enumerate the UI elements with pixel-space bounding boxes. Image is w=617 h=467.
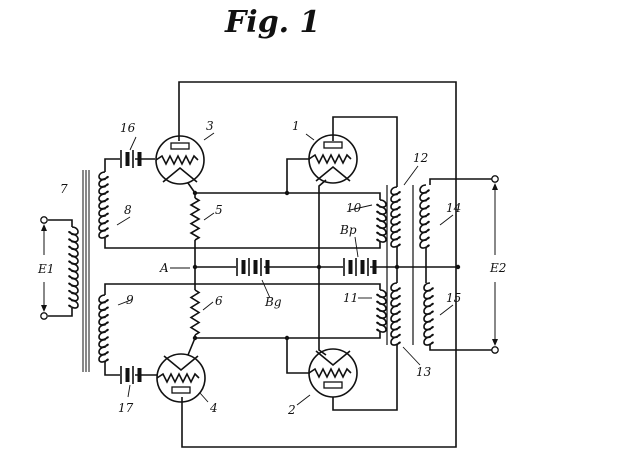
junction-dot xyxy=(394,264,400,270)
tube-1-grid xyxy=(308,153,352,165)
leader-line xyxy=(203,132,215,141)
battery-bp xyxy=(348,260,353,274)
tube-3-filament xyxy=(162,166,198,183)
label-e1: E1 xyxy=(37,262,54,276)
tube-1-plate xyxy=(323,141,343,149)
terminal xyxy=(491,175,499,183)
coil-13 xyxy=(390,282,401,346)
junction-dot xyxy=(284,335,290,341)
label-10: 10 xyxy=(346,201,362,215)
label-bg: Bg xyxy=(264,295,282,309)
coil-15 xyxy=(423,282,434,346)
label-4: 4 xyxy=(209,401,218,415)
terminal xyxy=(40,216,48,224)
battery-17 xyxy=(137,368,142,382)
junction-dot xyxy=(455,264,461,270)
label-e2: E2 xyxy=(489,261,506,275)
label-16: 16 xyxy=(120,121,136,135)
leader-line xyxy=(402,346,421,366)
tube-2-grid xyxy=(308,367,352,379)
resistor-6 xyxy=(189,289,201,336)
label-11: 11 xyxy=(343,291,358,305)
leader-line xyxy=(199,392,209,403)
leader-line xyxy=(261,279,271,299)
terminal xyxy=(491,346,499,354)
label-3: 3 xyxy=(206,119,214,133)
leader-line xyxy=(296,394,311,406)
tube-3-plate xyxy=(170,142,190,150)
leader-line xyxy=(116,216,131,226)
leader-line xyxy=(403,165,419,186)
label-13: 13 xyxy=(416,365,432,379)
battery-bp xyxy=(360,260,365,274)
primary-coil xyxy=(68,226,79,309)
coil-8 xyxy=(98,171,109,239)
leader-line xyxy=(117,299,132,306)
label-15: 15 xyxy=(446,291,461,305)
junction-dot xyxy=(192,190,198,196)
label-14: 14 xyxy=(446,201,461,215)
leader-line xyxy=(305,133,315,141)
battery-bg xyxy=(265,260,270,274)
coil-10 xyxy=(376,199,387,243)
leader-line xyxy=(129,136,137,151)
coil-9 xyxy=(98,294,109,363)
battery-bp xyxy=(372,260,377,274)
leader-line xyxy=(203,212,215,221)
battery-bg xyxy=(241,260,246,274)
label-1: 1 xyxy=(292,119,300,133)
label-7: 7 xyxy=(60,182,68,196)
label-bp: Bp xyxy=(339,223,357,237)
coil-14 xyxy=(419,184,430,249)
leader-line xyxy=(354,236,359,258)
label-12: 12 xyxy=(413,151,428,165)
tube-2-plate xyxy=(323,381,343,389)
junction-dot xyxy=(284,190,290,196)
battery-17 xyxy=(125,368,130,382)
tube-1-filament xyxy=(315,165,351,182)
tube-2-filament xyxy=(315,350,351,367)
figure-title: Fig. 1 xyxy=(224,5,320,40)
components xyxy=(40,132,499,406)
tube-4-grid xyxy=(156,372,200,384)
tube-4-plate xyxy=(171,386,191,394)
resistor-5 xyxy=(189,197,201,241)
label-9: 9 xyxy=(126,293,134,307)
junction-dot xyxy=(192,264,198,270)
leader-line xyxy=(439,304,454,316)
leader-line xyxy=(127,384,131,398)
label-2: 2 xyxy=(287,403,296,417)
tube-4-filament xyxy=(163,355,199,372)
coil-12 xyxy=(390,186,401,248)
label-a: A xyxy=(159,261,169,275)
leader-line xyxy=(439,214,454,226)
battery-16 xyxy=(125,152,130,166)
terminal xyxy=(40,312,48,320)
junction-dot xyxy=(192,335,198,341)
label-8: 8 xyxy=(124,203,132,217)
coil-11 xyxy=(376,289,387,333)
leader-line xyxy=(349,204,373,211)
labels: 16 3 7 8 5 A Bg 6 9 17 4 1 12 10 Bp 14 1… xyxy=(37,119,506,417)
leader-line xyxy=(202,301,214,311)
junction-dot xyxy=(316,264,322,270)
battery-16 xyxy=(137,152,142,166)
label-6: 6 xyxy=(215,294,223,308)
label-5: 5 xyxy=(215,203,223,217)
label-17: 17 xyxy=(118,401,134,415)
battery-bg xyxy=(253,260,258,274)
tube-3-grid xyxy=(155,154,199,166)
